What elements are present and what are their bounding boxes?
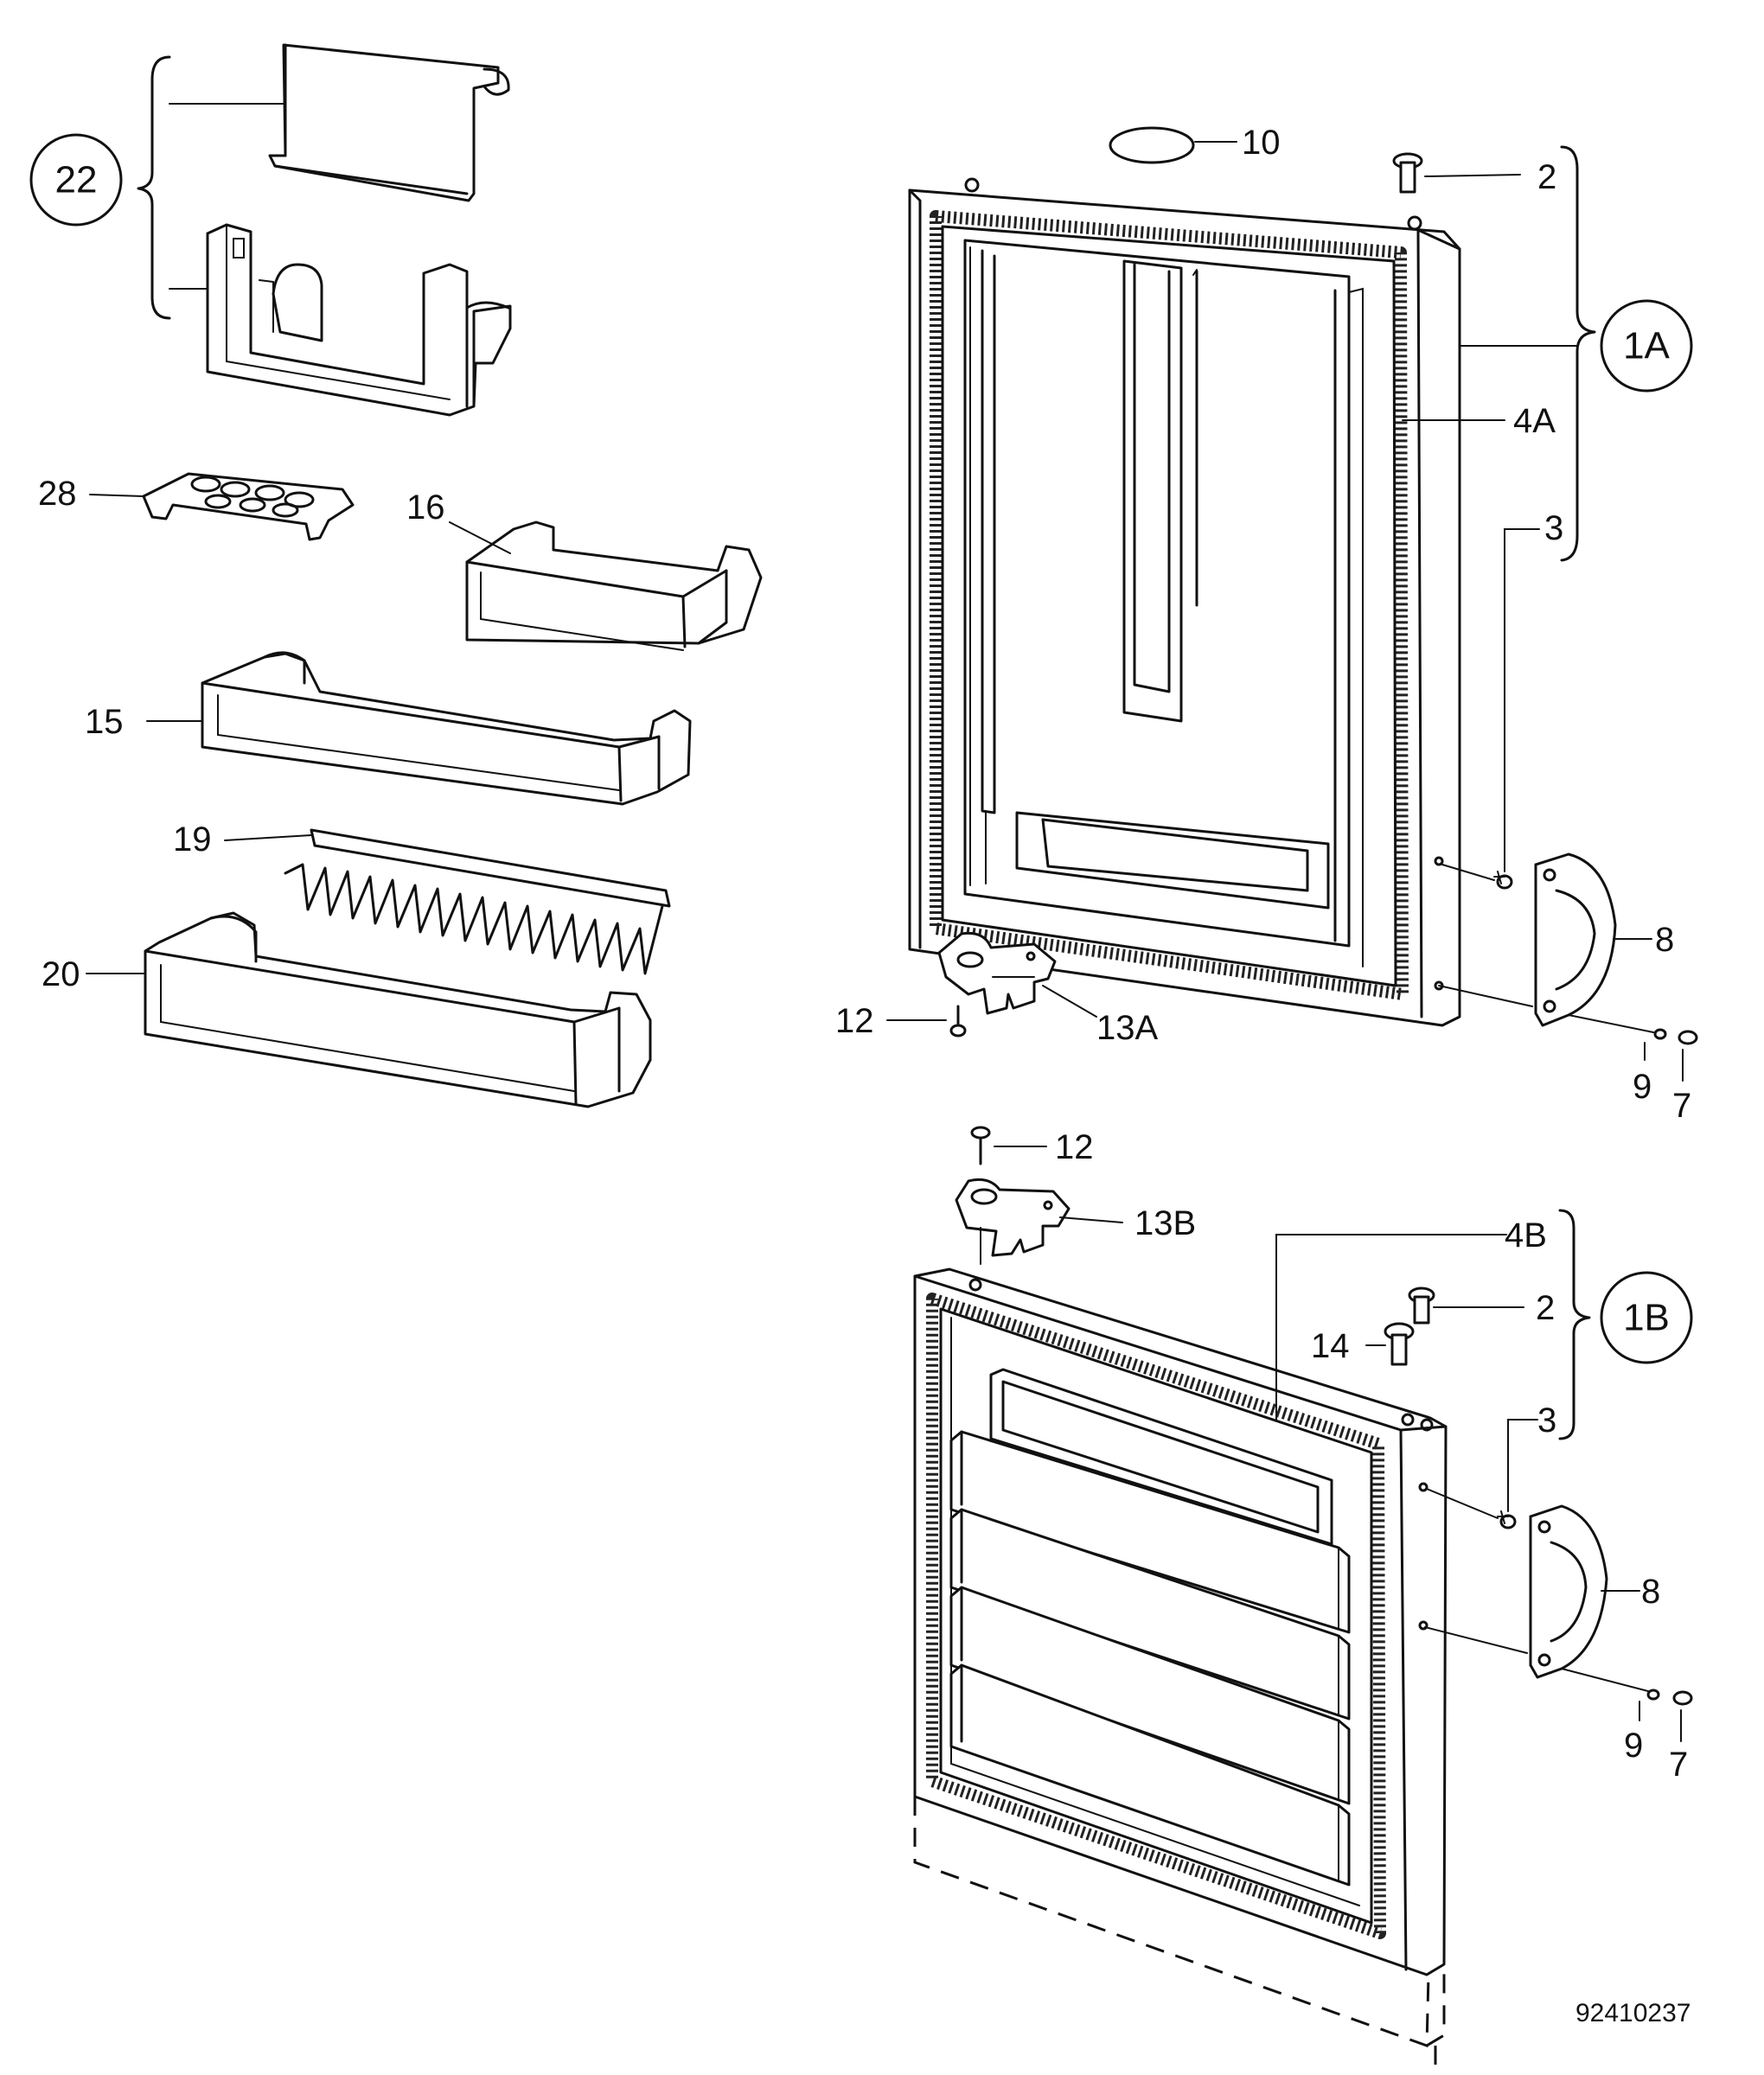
part-22-holder xyxy=(206,223,512,417)
part-10-cover xyxy=(1109,126,1195,164)
leader-19 xyxy=(224,834,312,841)
label-4B: 4B xyxy=(1505,1216,1547,1255)
label-15: 15 xyxy=(85,703,124,741)
reference-number: 92410237 xyxy=(1575,1999,1690,2027)
brace-1B xyxy=(1558,1209,1591,1440)
leader-16 xyxy=(449,521,511,554)
part-13A-hinge xyxy=(937,931,1057,1015)
label-4A: 4A xyxy=(1513,402,1556,440)
axis-8-bottom xyxy=(1424,1626,1528,1654)
axis-9-bottom xyxy=(1561,1668,1649,1692)
part-12-screw-top xyxy=(949,1005,967,1038)
label-28: 28 xyxy=(38,475,77,513)
label-3-top: 3 xyxy=(1544,509,1563,547)
leader-28 xyxy=(89,494,144,497)
label-7-bottom: 7 xyxy=(1669,1746,1688,1784)
label-20: 20 xyxy=(42,955,80,993)
label-7-top: 7 xyxy=(1672,1087,1691,1125)
part-22-cover xyxy=(268,43,510,202)
label-14: 14 xyxy=(1311,1327,1350,1365)
part-2-screw-bottom xyxy=(1408,1286,1435,1325)
group-22: 22 xyxy=(29,55,286,320)
label-12-bottom: 12 xyxy=(1055,1128,1094,1166)
leader-13A xyxy=(1042,985,1097,1018)
part-13B-hinge xyxy=(955,1178,1071,1265)
label-9-bottom: 9 xyxy=(1624,1727,1643,1765)
label-9-top: 9 xyxy=(1633,1068,1652,1106)
leader-4B xyxy=(1275,1234,1507,1421)
label-2-top: 2 xyxy=(1537,158,1556,196)
leader-3-bottom xyxy=(1507,1419,1538,1512)
label-16: 16 xyxy=(406,488,445,527)
label-13A: 13A xyxy=(1096,1009,1158,1047)
part-7-cap-top xyxy=(1678,1030,1698,1045)
callout-circle-1A xyxy=(1600,299,1693,393)
label-3-bottom: 3 xyxy=(1537,1401,1556,1440)
brace-1A xyxy=(1560,145,1596,562)
part-15-long-shelf xyxy=(201,651,692,806)
label-1A: 1A xyxy=(1623,325,1670,367)
label-8-top: 8 xyxy=(1655,921,1674,959)
axis-3-bottom xyxy=(1426,1488,1499,1519)
part-8-handle-bottom xyxy=(1529,1504,1608,1679)
axis-3-top xyxy=(1441,864,1495,881)
axis-8-top xyxy=(1438,985,1533,1007)
label-2-bottom: 2 xyxy=(1536,1289,1555,1327)
label-10: 10 xyxy=(1242,124,1281,162)
label-22: 22 xyxy=(55,159,98,201)
label-1B: 1B xyxy=(1623,1297,1670,1339)
part-7-cap-bottom xyxy=(1672,1690,1693,1706)
axis-9-top xyxy=(1568,1014,1654,1033)
part-8-handle-top xyxy=(1534,852,1617,1027)
part-9-washer-bottom xyxy=(1646,1689,1660,1701)
part-14-screw xyxy=(1384,1322,1415,1366)
door-1A xyxy=(908,177,1461,1027)
hidden-outline xyxy=(913,1797,1446,2048)
part-20-bottle-shelf xyxy=(144,911,652,1108)
label-19: 19 xyxy=(173,820,212,859)
callout-circle-22 xyxy=(29,133,123,227)
part-19-wire-guard xyxy=(284,828,671,975)
part-2-screw-top xyxy=(1392,152,1423,194)
callout-circle-1B xyxy=(1600,1271,1693,1364)
label-12-top: 12 xyxy=(835,1002,874,1040)
leader-13B xyxy=(1059,1216,1123,1223)
door-1B xyxy=(913,1267,1448,1976)
part-9-washer-top xyxy=(1653,1028,1667,1040)
leader-3-top xyxy=(1504,528,1540,872)
label-8-bottom: 8 xyxy=(1641,1573,1660,1611)
leader-2-top xyxy=(1424,174,1521,177)
part-3-screw-top xyxy=(1493,871,1513,890)
part-28-egg-tray xyxy=(142,472,355,541)
part-16-small-shelf xyxy=(465,520,763,651)
part-12-screw-bottom xyxy=(970,1126,991,1165)
brace-22 xyxy=(137,55,171,320)
label-13B: 13B xyxy=(1134,1204,1196,1242)
part-3-screw-bottom xyxy=(1497,1510,1517,1529)
